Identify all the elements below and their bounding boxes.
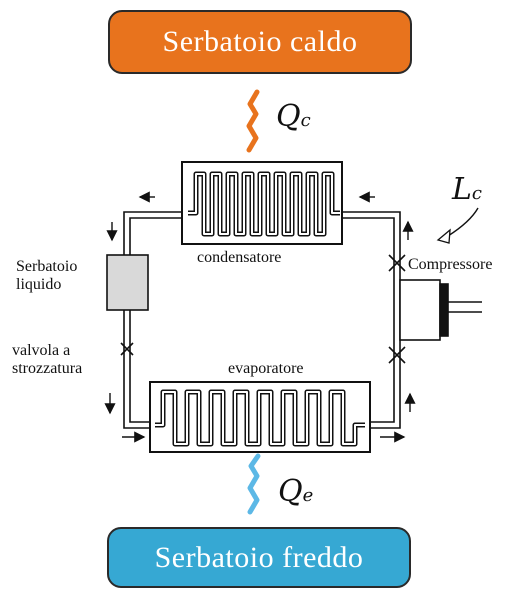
q-cold-label: Qe xyxy=(278,474,314,509)
heat-flow-cold-icon xyxy=(247,453,261,515)
cold-reservoir: Serbatoio freddo xyxy=(107,527,411,588)
throttle-valve-symbol xyxy=(120,342,134,356)
q-hot-label: Qc xyxy=(276,99,311,134)
hot-reservoir: Serbatoio caldo xyxy=(108,10,412,74)
liquid-tank-label: Serbatoio liquido xyxy=(16,258,78,293)
compressor-symbol xyxy=(388,254,482,364)
compressor-label: Compressore xyxy=(408,256,493,273)
work-arrow xyxy=(447,207,479,237)
throttle-valve-label: valvola a strozzatura xyxy=(12,342,83,377)
work-label: Lc xyxy=(452,172,483,207)
liquid-tank xyxy=(106,254,149,311)
heat-flow-hot-icon xyxy=(246,89,260,153)
condenser-label: condensatore xyxy=(197,249,282,266)
evaporator-label: evaporatore xyxy=(228,360,304,377)
flow-arrows xyxy=(104,191,416,443)
